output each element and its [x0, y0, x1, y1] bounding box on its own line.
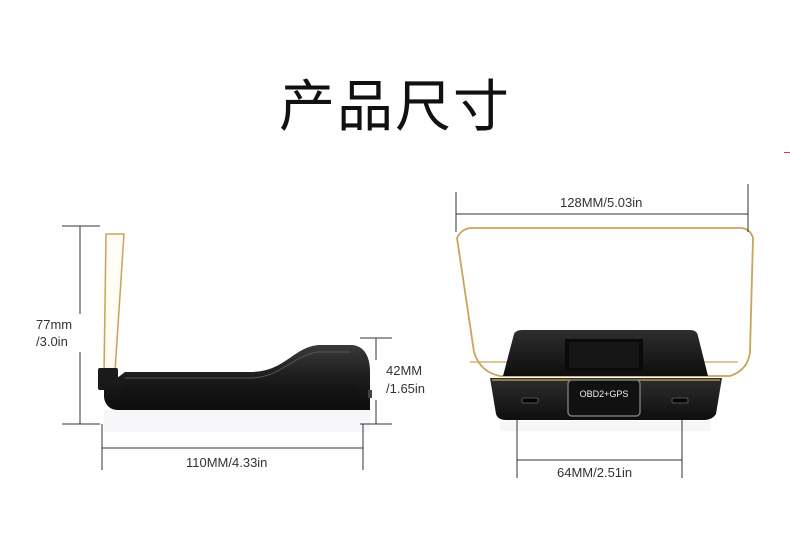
dimension-64mm: [516, 420, 683, 478]
body-height-mm-label: 42MM: [386, 363, 423, 378]
length-label: 110MM/4.33in: [186, 455, 268, 470]
dimension-42mm: [360, 337, 392, 425]
width-label: 128MM/5.03in: [560, 195, 643, 210]
corner-mark: [784, 152, 790, 153]
front-view-device: [456, 227, 754, 431]
page-title: 产品尺寸: [279, 75, 511, 140]
port-badge-label: OBD2+GPS: [579, 389, 629, 399]
dimension-110mm: [101, 424, 364, 470]
side-view-device: [98, 233, 372, 432]
base-width-label: 64MM/2.51in: [557, 465, 633, 480]
height-mm-label: 77mm: [36, 317, 73, 332]
height-in-label: /3.0in: [36, 334, 68, 349]
dimension-77mm: [62, 225, 100, 425]
dimension-128mm: [455, 184, 749, 232]
body-height-in-label: /1.65in: [386, 381, 426, 396]
